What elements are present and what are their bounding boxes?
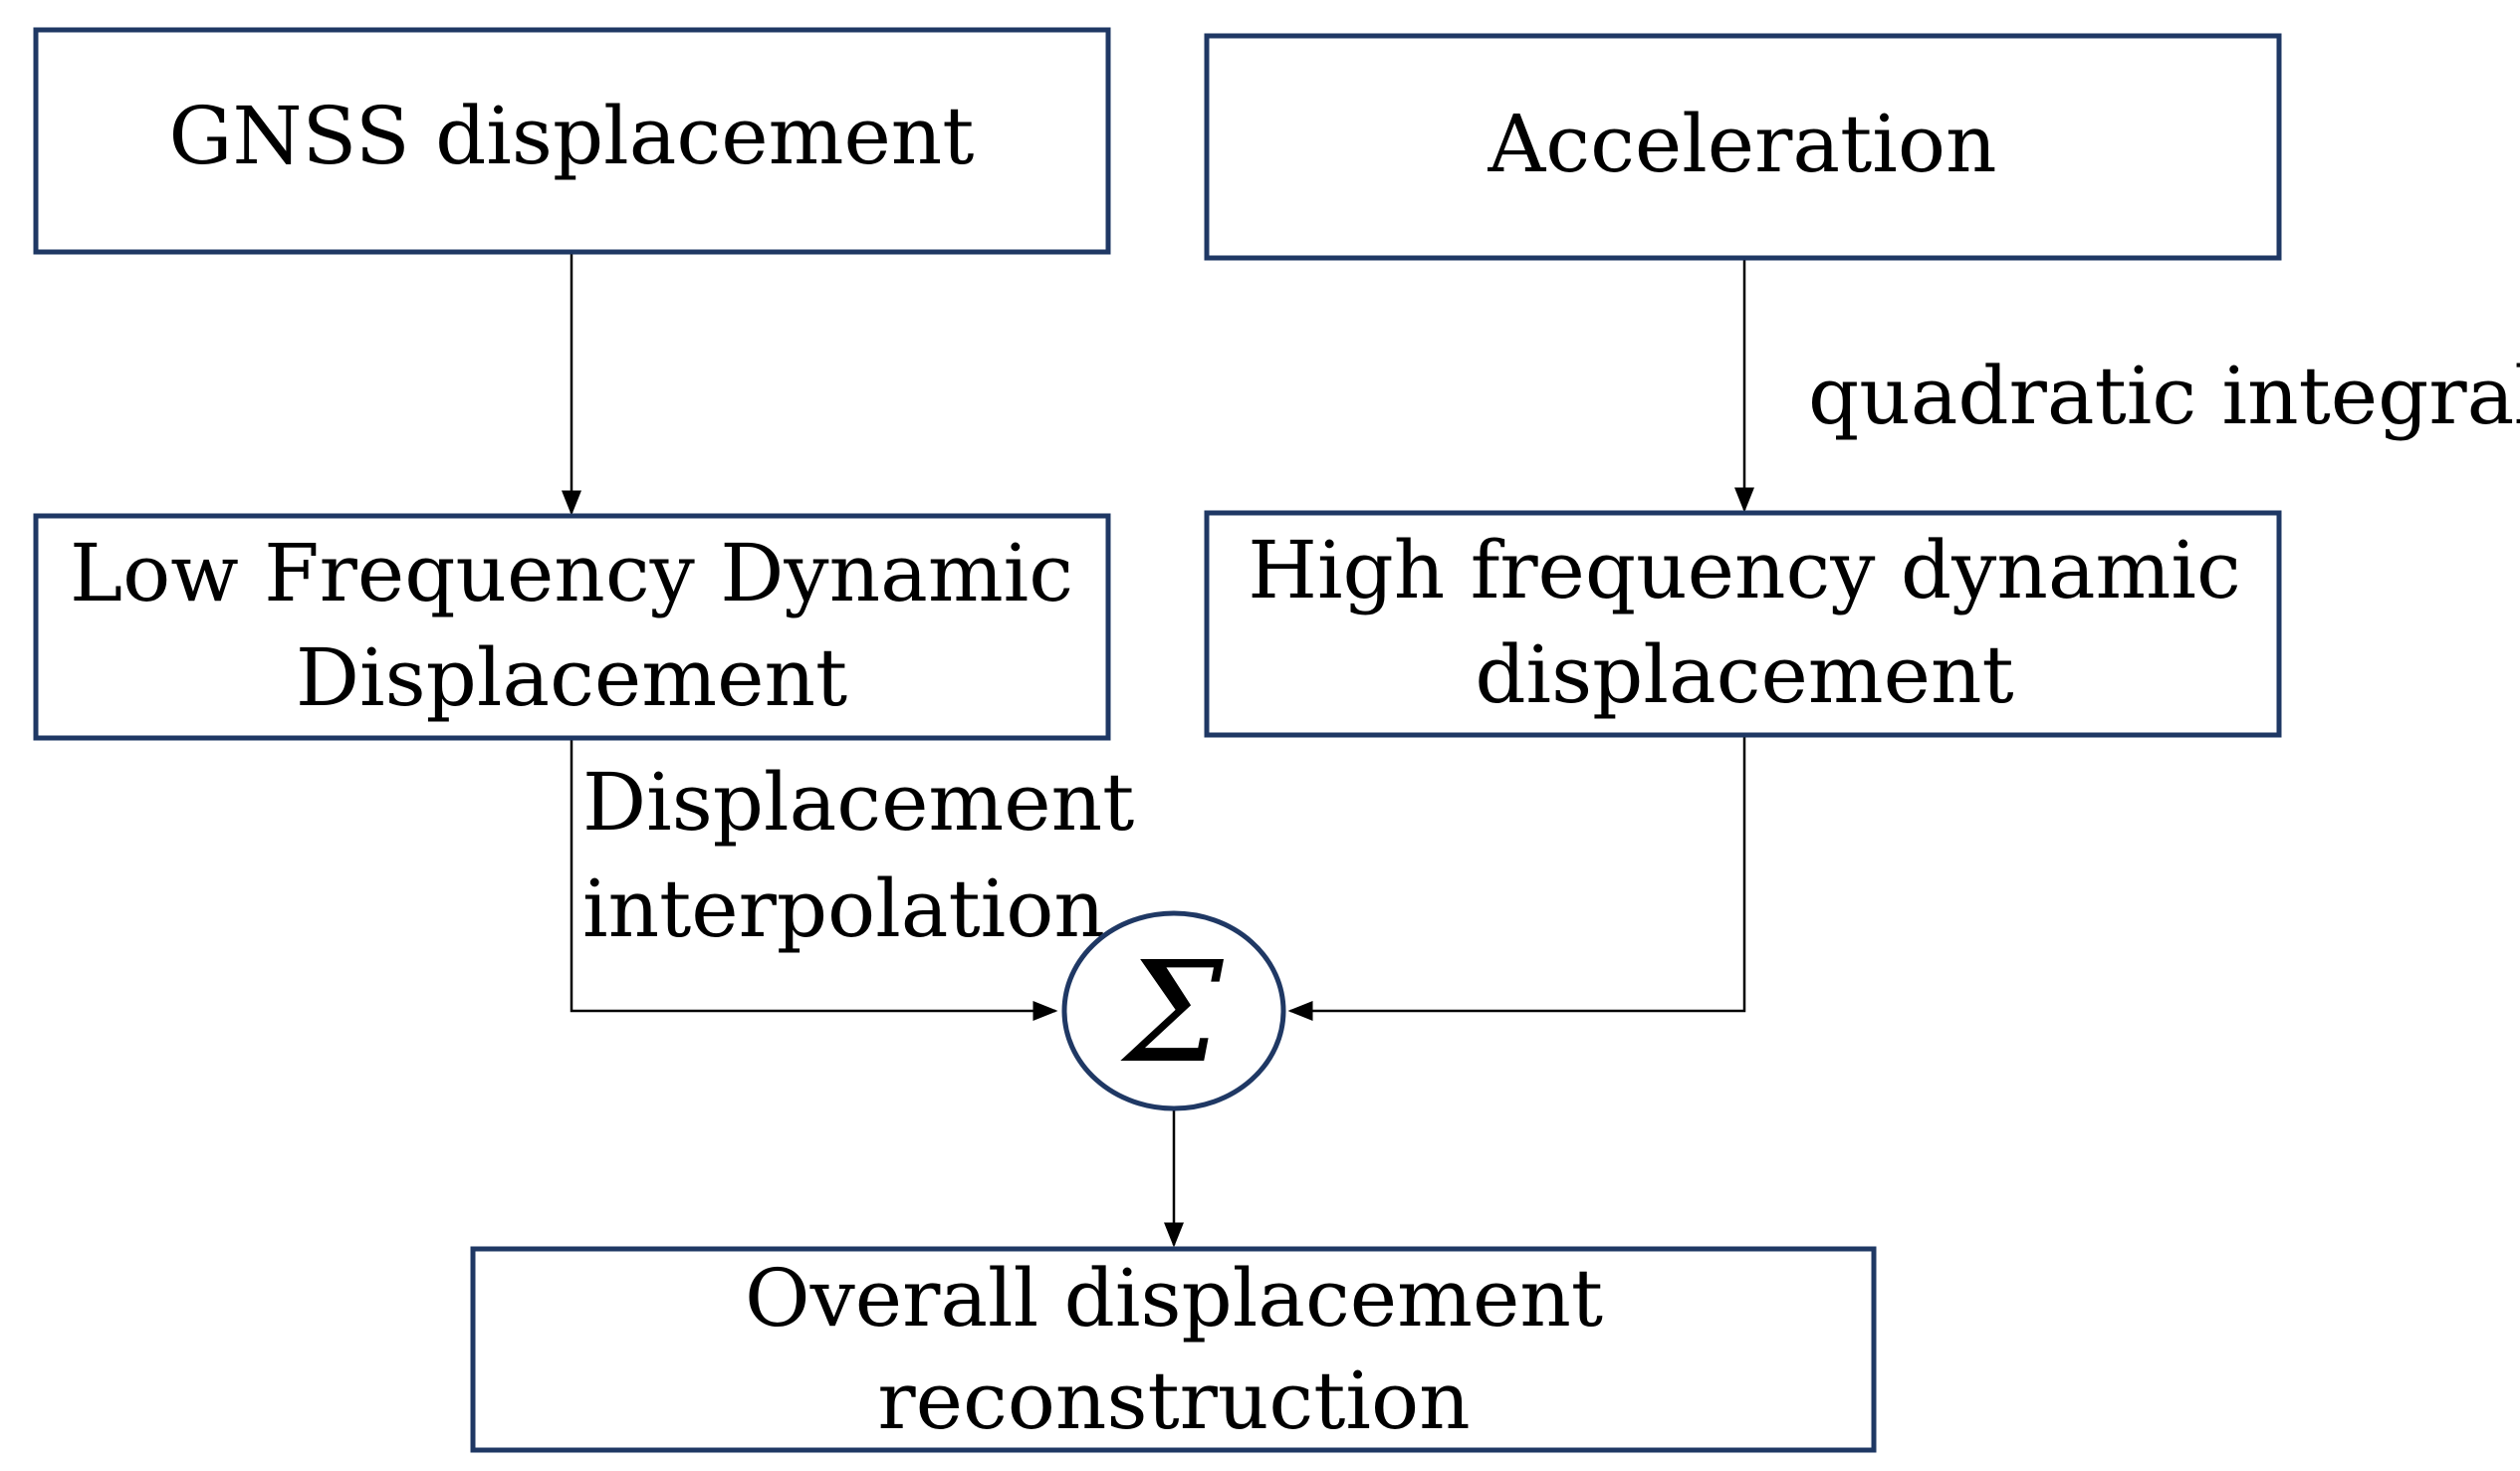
node-gnss-label: GNSS displacement bbox=[169, 90, 975, 182]
node-low-label-line-2: Displacement bbox=[296, 631, 847, 724]
node-acceleration-label: Acceleration bbox=[1487, 98, 1996, 190]
edge-high-to-sum bbox=[1287, 737, 1746, 1021]
node-high-label-line-2: displacement bbox=[1475, 628, 2013, 721]
edge-label-quadratic-integral: quadratic integral bbox=[1808, 350, 2520, 442]
node-high-frequency-displacement: High frequency dynamic displacement bbox=[1204, 510, 2282, 738]
edge-label-interpolation-line-2: interpolation bbox=[582, 862, 1105, 955]
node-low-frequency-displacement: Low Frequency Dynamic Displacement bbox=[33, 513, 1111, 741]
node-sum: Σ bbox=[1061, 910, 1286, 1111]
node-overall-label-line-1: Overall displacement bbox=[745, 1252, 1603, 1345]
node-high-label-line-1: High frequency dynamic bbox=[1248, 524, 2241, 616]
node-gnss-displacement: GNSS displacement bbox=[33, 27, 1111, 255]
edge-low-to-sum bbox=[570, 740, 1058, 1021]
node-overall-label-line-2: reconstruction bbox=[877, 1354, 1470, 1447]
edge-label-interpolation-line-1: Displacement bbox=[582, 756, 1134, 849]
edges bbox=[562, 252, 1754, 1248]
node-acceleration: Acceleration bbox=[1204, 33, 2282, 261]
node-overall-displacement-reconstruction: Overall displacement reconstruction bbox=[470, 1246, 1877, 1453]
node-low-label-line-1: Low Frequency Dynamic bbox=[70, 527, 1073, 619]
sum-symbol: Σ bbox=[1120, 932, 1225, 1095]
